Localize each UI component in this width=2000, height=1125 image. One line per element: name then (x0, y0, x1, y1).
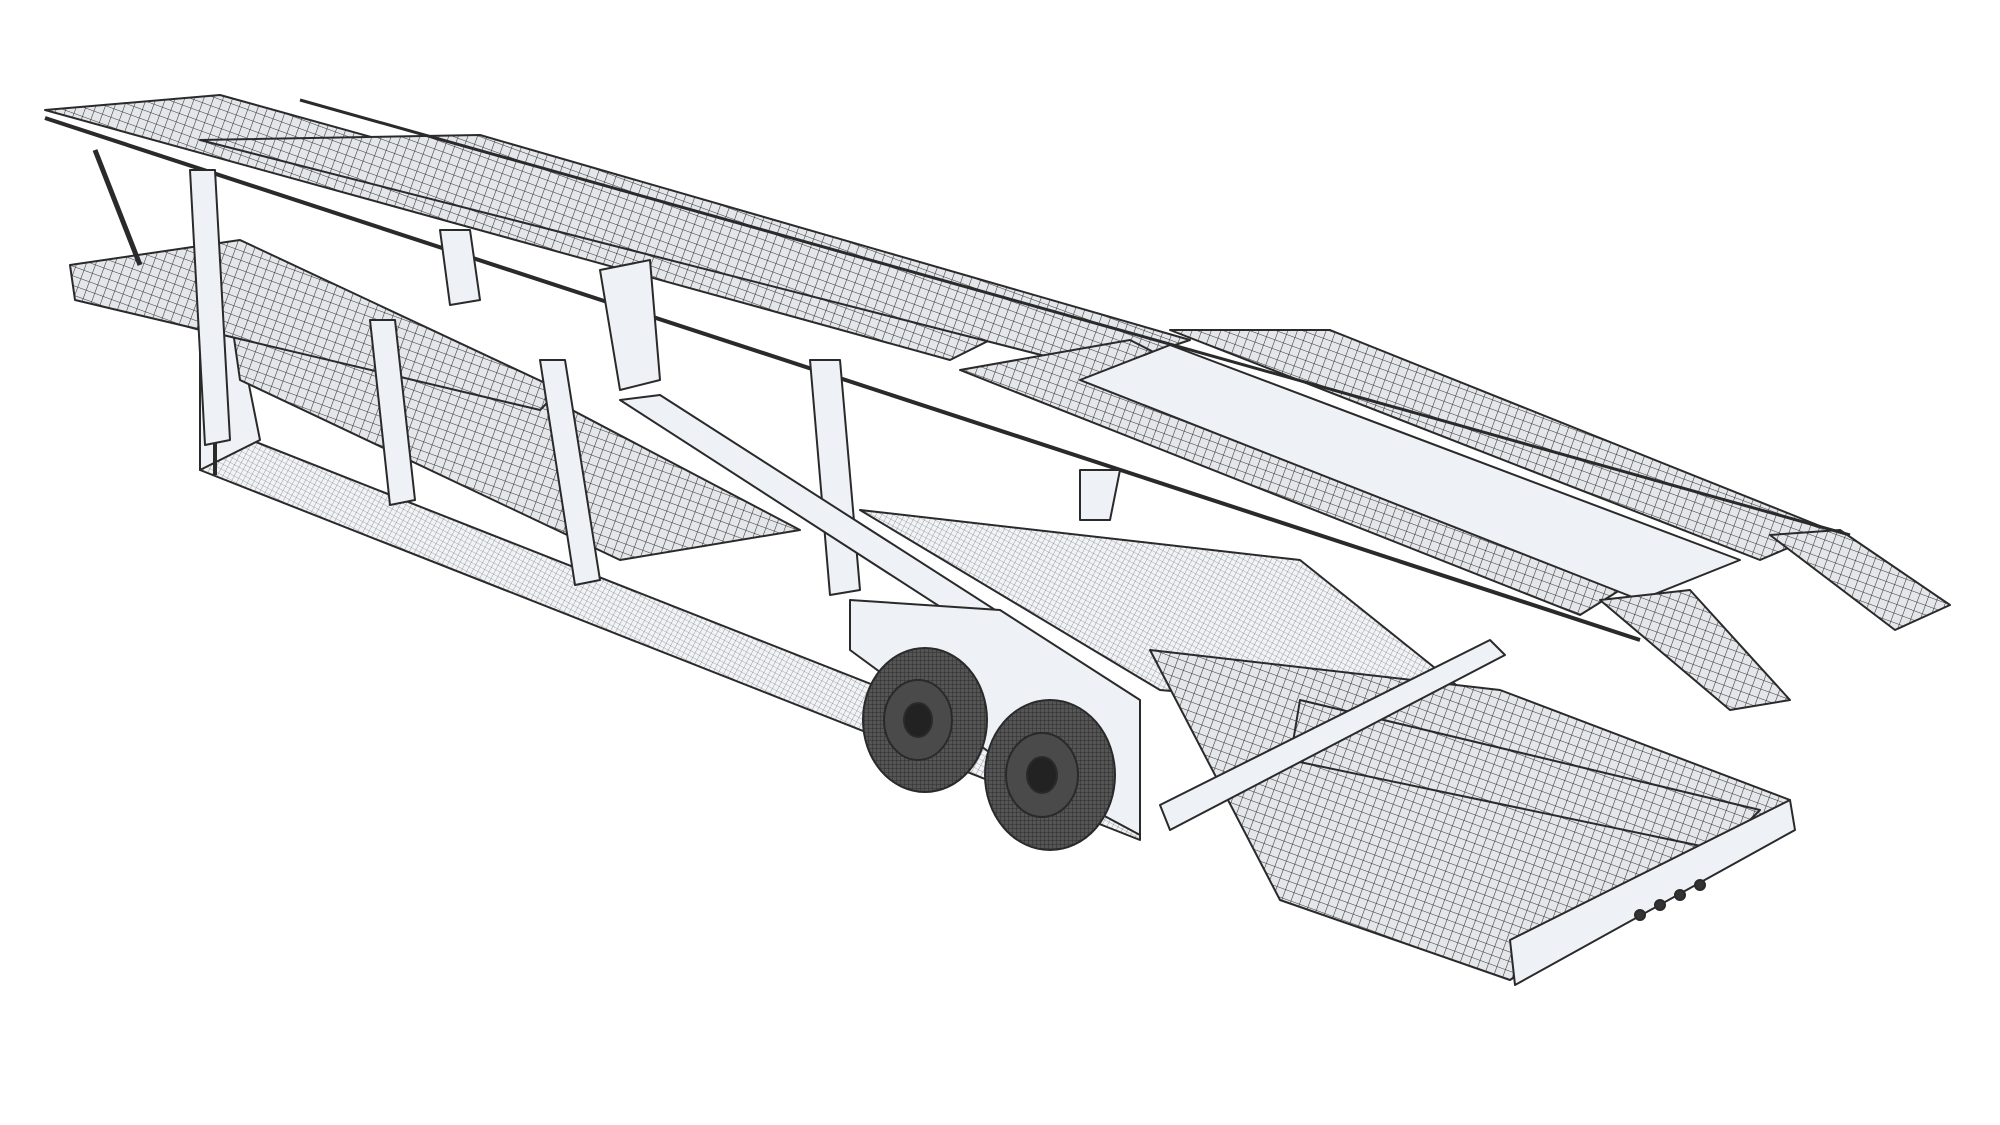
rear-ramp-arm (1159, 639, 1506, 831)
top-rear-flap-left (1599, 589, 1791, 711)
top-rear-flap-right (1769, 529, 1951, 631)
rear-bumper (1509, 799, 1796, 986)
top-deck-rear-frame (1079, 344, 1741, 601)
support-posts (189, 169, 1121, 596)
hydraulic-cylinder (92, 149, 143, 266)
wheel-front (862, 647, 988, 793)
top-deck-side-rail-upper (299, 98, 1851, 537)
wheel-rear (984, 699, 1116, 851)
top-deck-right-track (199, 134, 1191, 371)
tail-lights (1634, 879, 1706, 921)
